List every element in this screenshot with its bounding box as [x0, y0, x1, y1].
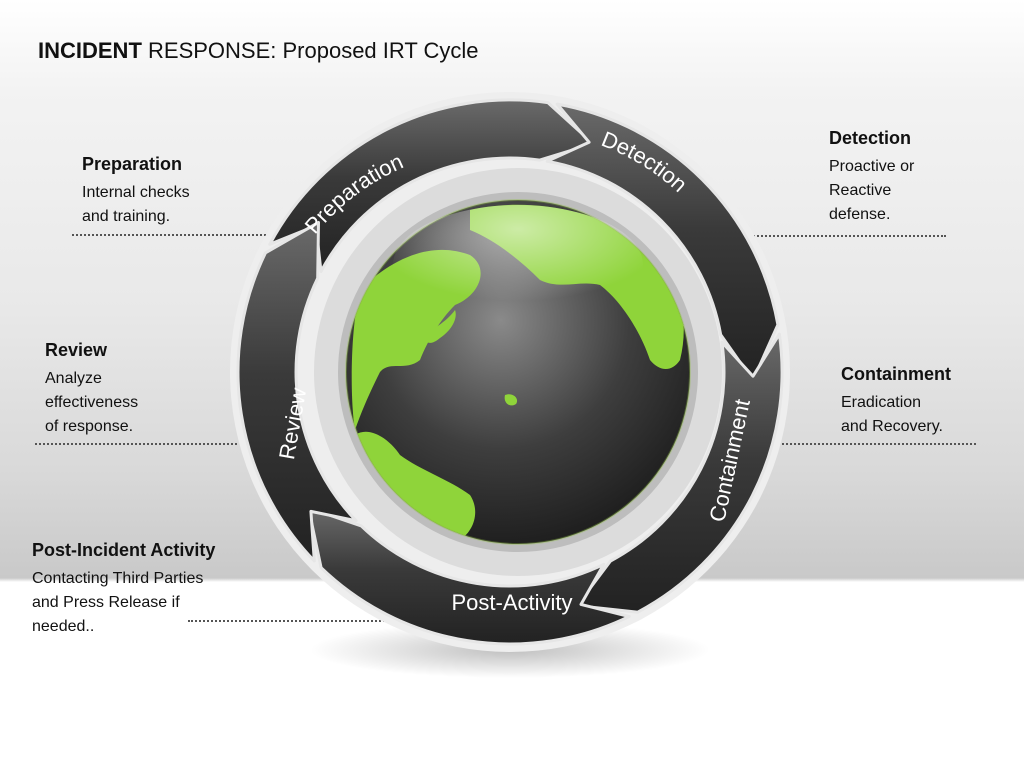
note-preparation-text: Internal checks and training. [82, 184, 190, 225]
land-islands [504, 394, 518, 406]
note-post-incident-title: Post-Incident Activity [32, 540, 216, 560]
leader-line-preparation [72, 234, 274, 236]
note-post-incident-text: Contacting Third Parties and Press Relea… [32, 570, 204, 635]
leader-line-post-incident [188, 620, 388, 622]
note-preparation: Preparation Internal checks and training… [82, 154, 190, 229]
cycle-segment-detection [545, 102, 780, 382]
slide-title: INCIDENT RESPONSE: Proposed IRT Cycle [38, 38, 479, 64]
cycle-segment-review [236, 220, 358, 563]
land-japan [424, 310, 456, 343]
leader-line-containment [778, 443, 976, 445]
cycle-segment-preparation [268, 98, 595, 273]
note-preparation-title: Preparation [82, 154, 183, 174]
note-review-title: Review [45, 340, 108, 360]
note-detection-title: Detection [829, 128, 912, 148]
note-containment-text: Eradication and Recovery. [841, 394, 943, 435]
note-review-text: Analyze effectiveness of response. [45, 370, 139, 435]
segment-label-post-activity: Post-Activity [451, 590, 572, 615]
leader-line-review [35, 443, 237, 445]
title-rest: RESPONSE: Proposed IRT Cycle [141, 38, 479, 63]
cycle-segment-containment [575, 332, 784, 614]
globe-edge [345, 199, 691, 545]
note-post-incident: Post-Incident Activity Contacting Third … [32, 540, 215, 639]
title-bold: INCIDENT [38, 38, 142, 63]
leader-line-detection [750, 235, 946, 237]
note-detection-text: Proactive or Reactive defense. [829, 158, 915, 223]
note-detection: Detection Proactive or Reactive defense. [829, 128, 914, 227]
cycle-segments [236, 98, 784, 646]
globe-highlight [393, 205, 643, 325]
note-containment-title: Containment [841, 364, 951, 384]
note-review: Review Analyze effectiveness of response… [45, 340, 138, 439]
cycle-segment-post-activity [307, 506, 631, 646]
note-containment: Containment Eradication and Recovery. [841, 364, 951, 439]
